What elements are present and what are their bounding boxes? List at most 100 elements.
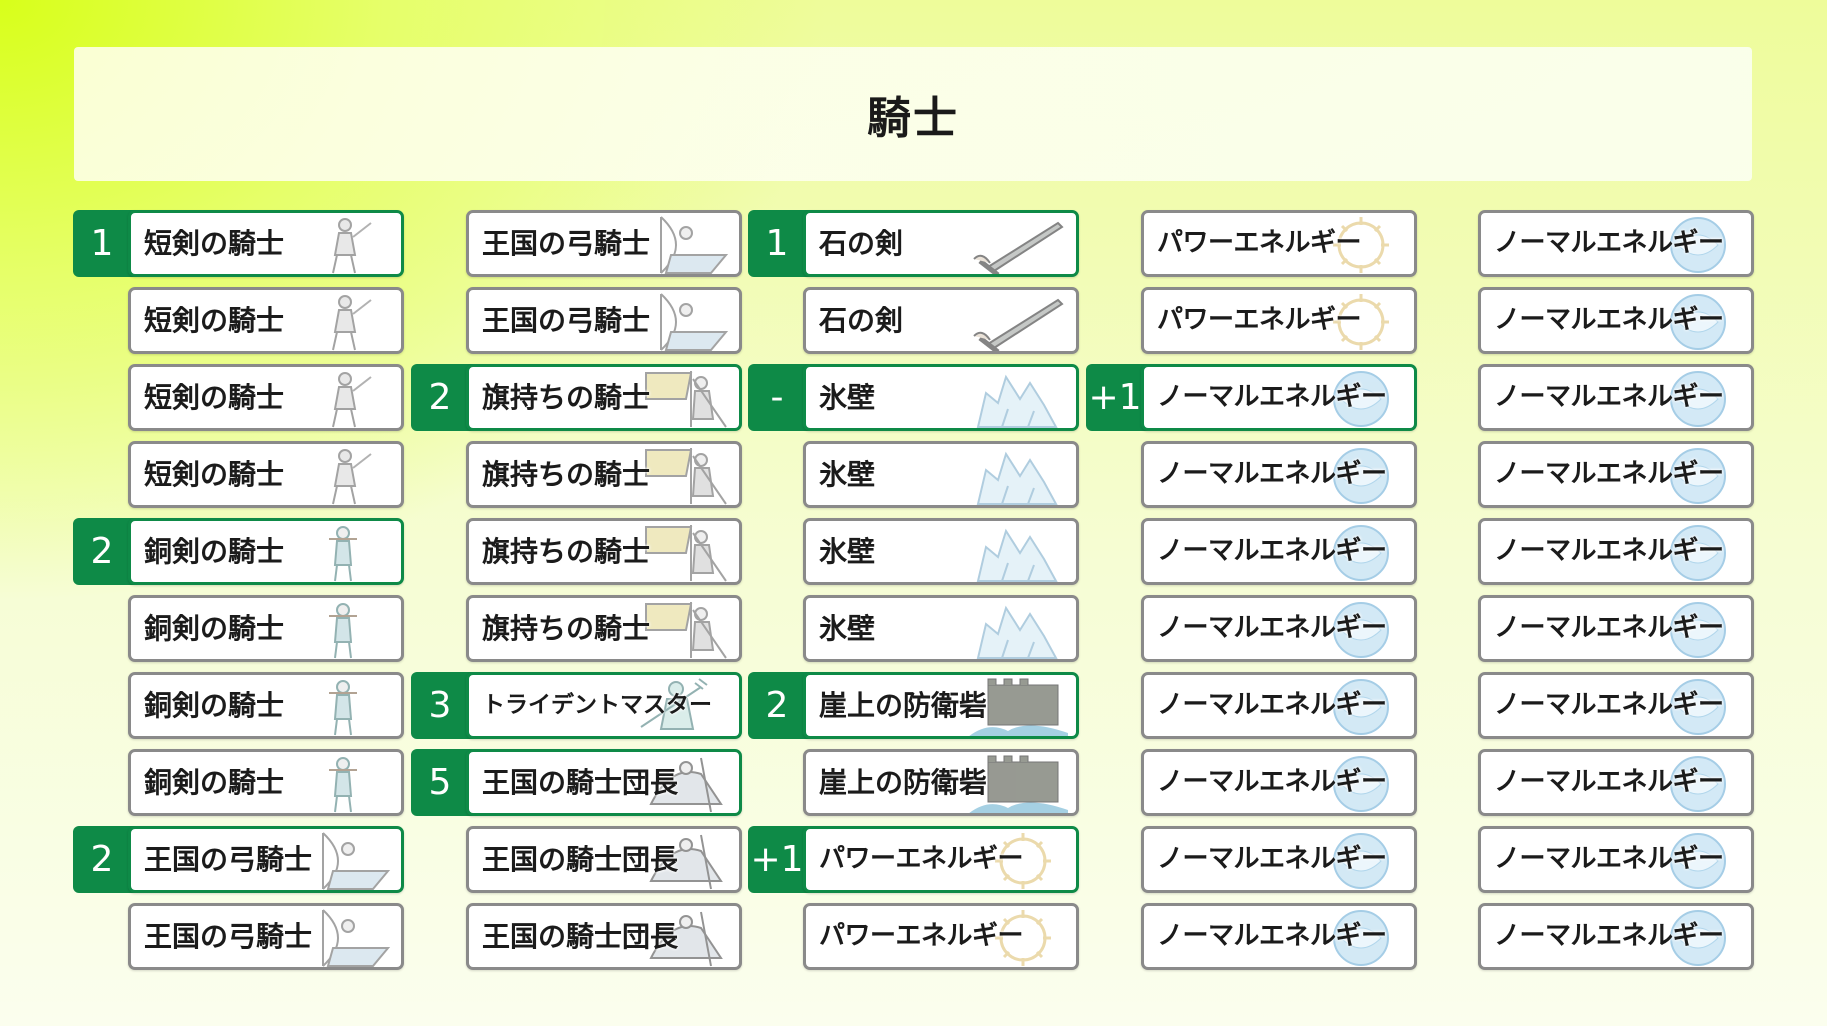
power-energy-icon xyxy=(1306,215,1406,274)
card-slot: ノーマルエネルギー xyxy=(1423,903,1754,970)
card-tile[interactable]: 王国の弓騎士 xyxy=(128,903,404,970)
count-badge-label: +1 xyxy=(1088,377,1142,418)
normal-energy-icon xyxy=(1643,600,1743,659)
card-slot: ノーマルエネルギー xyxy=(1423,826,1754,893)
card-name: 石の剣 xyxy=(819,227,904,260)
swordsman-icon xyxy=(293,215,393,274)
card-name: 短剣の騎士 xyxy=(144,304,285,337)
card-slot: ノーマルエネルギー xyxy=(1423,595,1754,662)
card-tile[interactable]: 銅剣の騎士 xyxy=(128,749,404,816)
card-tile[interactable]: ノーマルエネルギー xyxy=(1478,210,1754,277)
card-slot: ノーマルエネルギー xyxy=(1423,364,1754,431)
card-tile[interactable]: 旗持ちの騎士 xyxy=(466,441,742,508)
card-tile[interactable]: ノーマルエネルギー xyxy=(1141,364,1417,431)
card-tile[interactable]: 王国の弓騎士 xyxy=(466,287,742,354)
card-name: 石の剣 xyxy=(819,304,904,337)
card-slot: ノーマルエネルギー xyxy=(1423,518,1754,585)
card-tile[interactable]: ノーマルエネルギー xyxy=(1478,441,1754,508)
card-tile[interactable]: 王国の騎士団長 xyxy=(466,826,742,893)
card-name: 銅剣の騎士 xyxy=(144,535,285,568)
card-tile[interactable]: ノーマルエネルギー xyxy=(1141,441,1417,508)
card-name: ノーマルエネルギー xyxy=(1157,921,1387,951)
card-tile[interactable]: 王国の弓騎士 xyxy=(466,210,742,277)
card-name: 短剣の騎士 xyxy=(144,458,285,491)
card-slot: 短剣の騎士 xyxy=(73,287,404,354)
card-tile[interactable]: パワーエネルギー xyxy=(1141,287,1417,354)
card-tile[interactable]: ノーマルエネルギー xyxy=(1478,903,1754,970)
card-tile[interactable]: ノーマルエネルギー xyxy=(1141,672,1417,739)
card-tile[interactable]: ノーマルエネルギー xyxy=(1141,518,1417,585)
card-tile[interactable]: ノーマルエネルギー xyxy=(1141,595,1417,662)
card-tile[interactable]: ノーマルエネルギー xyxy=(1141,749,1417,816)
power-energy-icon xyxy=(968,831,1068,890)
card-tile[interactable]: ノーマルエネルギー xyxy=(1478,518,1754,585)
archer-icon xyxy=(293,831,393,890)
card-slot: パワーエネルギー xyxy=(1086,210,1417,277)
card-name: ノーマルエネルギー xyxy=(1157,690,1387,720)
card-tile[interactable]: ノーマルエネルギー xyxy=(1141,826,1417,893)
normal-energy-icon xyxy=(1306,369,1406,428)
card-tile[interactable]: 旗持ちの騎士 xyxy=(466,595,742,662)
card-tile[interactable]: 銅剣の騎士 xyxy=(128,672,404,739)
card-tile[interactable]: ノーマルエネルギー xyxy=(1478,287,1754,354)
card-tile[interactable]: 銅剣の騎士 xyxy=(128,595,404,662)
card-name: パワーエネルギー xyxy=(1157,305,1362,335)
card-name: パワーエネルギー xyxy=(819,921,1024,951)
card-slot: 氷壁 xyxy=(748,518,1079,585)
card-tile[interactable]: 石の剣 xyxy=(803,287,1079,354)
normal-energy-icon xyxy=(1306,908,1406,967)
archer-icon xyxy=(293,908,393,967)
card-name: 銅剣の騎士 xyxy=(144,689,285,722)
card-slot: 旗持ちの騎士 xyxy=(411,595,742,662)
card-name: 王国の弓騎士 xyxy=(144,920,313,953)
card-tile[interactable]: ノーマルエネルギー xyxy=(1478,749,1754,816)
normal-energy-icon xyxy=(1643,215,1743,274)
card-tile[interactable]: ノーマルエネルギー xyxy=(1478,672,1754,739)
card-tile[interactable]: 短剣の騎士 xyxy=(128,210,404,277)
card-name: ノーマルエネルギー xyxy=(1494,228,1724,258)
card-slot: 王国の弓騎士 xyxy=(73,903,404,970)
card-slot: 王国の騎士団長 xyxy=(411,903,742,970)
card-tile[interactable]: 崖上の防衛砦 xyxy=(803,749,1079,816)
card-slot: ノーマルエネルギー xyxy=(1423,749,1754,816)
card-tile[interactable]: ノーマルエネルギー xyxy=(1478,364,1754,431)
swordsman-icon xyxy=(293,369,393,428)
card-slot: 短剣の騎士 xyxy=(73,364,404,431)
card-tile[interactable]: パワーエネルギー xyxy=(1141,210,1417,277)
card-tile[interactable]: 短剣の騎士 xyxy=(128,441,404,508)
card-slot: ノーマルエネルギー xyxy=(1423,287,1754,354)
normal-energy-icon xyxy=(1306,446,1406,505)
card-tile[interactable]: 崖上の防衛砦 xyxy=(803,672,1079,739)
fortress-icon xyxy=(968,754,1068,813)
normal-energy-icon xyxy=(1306,677,1406,736)
card-tile[interactable]: パワーエネルギー xyxy=(803,826,1079,893)
card-tile[interactable]: 短剣の騎士 xyxy=(128,364,404,431)
card-tile[interactable]: 旗持ちの騎士 xyxy=(466,364,742,431)
card-tile[interactable]: トライデントマスター xyxy=(466,672,742,739)
card-tile[interactable]: 氷壁 xyxy=(803,518,1079,585)
card-slot: 崖上の防衛砦 xyxy=(748,749,1079,816)
count-badge-label: +1 xyxy=(750,839,804,880)
card-tile[interactable]: ノーマルエネルギー xyxy=(1478,826,1754,893)
ice-wall-icon xyxy=(968,446,1068,505)
card-tile[interactable]: 王国の騎士団長 xyxy=(466,903,742,970)
card-name: ノーマルエネルギー xyxy=(1157,459,1387,489)
card-slot: 旗持ちの騎士 xyxy=(411,441,742,508)
card-tile[interactable]: 旗持ちの騎士 xyxy=(466,518,742,585)
normal-energy-icon xyxy=(1306,600,1406,659)
card-tile[interactable]: ノーマルエネルギー xyxy=(1478,595,1754,662)
card-tile[interactable]: 石の剣 xyxy=(803,210,1079,277)
flag-knight-icon xyxy=(631,446,731,505)
card-tile[interactable]: ノーマルエネルギー xyxy=(1141,903,1417,970)
card-name: ノーマルエネルギー xyxy=(1494,382,1724,412)
card-tile[interactable]: 氷壁 xyxy=(803,441,1079,508)
card-tile[interactable]: 銅剣の騎士 xyxy=(128,518,404,585)
card-tile[interactable]: 短剣の騎士 xyxy=(128,287,404,354)
card-tile[interactable]: 氷壁 xyxy=(803,595,1079,662)
card-tile[interactable]: 王国の弓騎士 xyxy=(128,826,404,893)
card-tile[interactable]: 王国の騎士団長 xyxy=(466,749,742,816)
card-tile[interactable]: パワーエネルギー xyxy=(803,903,1079,970)
card-tile[interactable]: 氷壁 xyxy=(803,364,1079,431)
